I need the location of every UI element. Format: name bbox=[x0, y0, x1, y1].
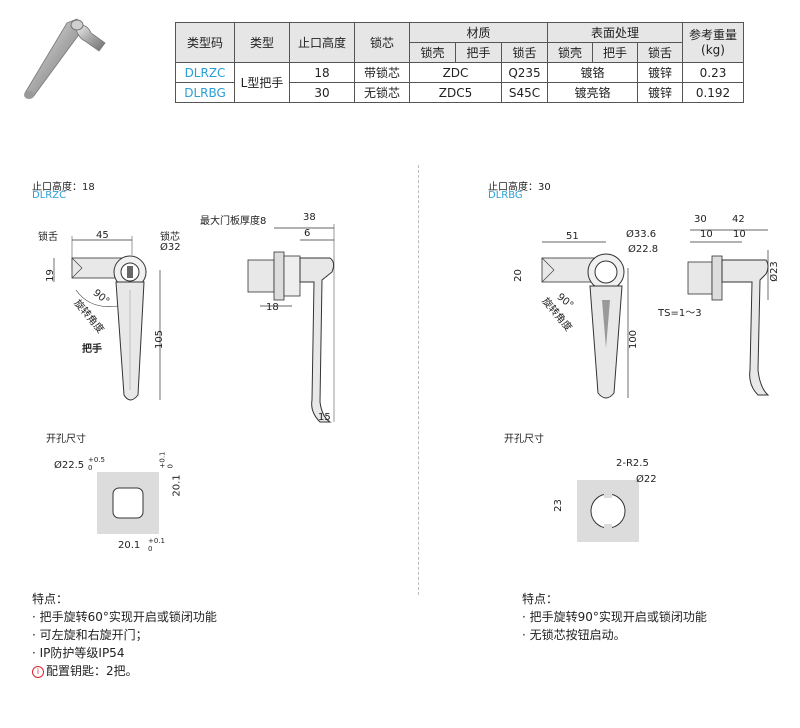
dim-dia228: Ø22.8 bbox=[628, 244, 659, 255]
dim-18: 18 bbox=[266, 302, 279, 313]
cutout-side-v-tol: +0.1 0 bbox=[158, 451, 175, 469]
row-core: 无锁芯 bbox=[354, 82, 410, 103]
right-features: 特点： · 把手旋转90°实现开启或锁闭功能 · 无锁芯按钮启动。 bbox=[522, 590, 707, 644]
dim-45: 45 bbox=[96, 230, 109, 241]
dim-10a: 10 bbox=[700, 229, 713, 240]
left-front-drawing bbox=[53, 236, 161, 401]
dim-42: 42 bbox=[732, 214, 745, 225]
header-surf-tongue: 锁舌 bbox=[637, 42, 683, 63]
header-lock-core: 锁芯 bbox=[354, 22, 410, 63]
right-side-drawing bbox=[687, 229, 770, 396]
row-mat-shell-handle: ZDC5 bbox=[409, 82, 502, 103]
left-feature-item: · 把手旋转60°实现开启或锁闭功能 bbox=[32, 610, 217, 624]
dim-6: 6 bbox=[304, 228, 311, 239]
row-mat-tongue: S45C bbox=[501, 82, 548, 103]
table-row: DLRBG 30 无锁芯 ZDC5 S45C 镀亮铬 镀锌 0.192 bbox=[175, 82, 744, 103]
header-material: 材质 bbox=[409, 22, 548, 43]
left-feature-item: · IP防护等级IP54 bbox=[32, 646, 125, 660]
cutout-side-v: 20.1 bbox=[171, 474, 183, 497]
cutout-dia: Ø22.5 bbox=[54, 460, 85, 471]
cutout-dia-r: Ø22 bbox=[636, 474, 657, 485]
row-code: DLRBG bbox=[175, 82, 235, 103]
dim-handle: 把手 bbox=[82, 344, 102, 355]
dim-51: 51 bbox=[566, 231, 579, 242]
right-feature-item: · 把手旋转90°实现开启或锁闭功能 bbox=[522, 610, 707, 624]
left-cutout-drawing bbox=[97, 472, 159, 534]
dim-dia23: Ø23 bbox=[768, 261, 780, 282]
dim-max-panel: 最大门板厚度8 bbox=[200, 216, 267, 227]
header-mat-shell: 锁壳 bbox=[409, 42, 456, 63]
row-core: 带锁芯 bbox=[354, 62, 410, 83]
row-surf-shell-handle: 镀亮铬 bbox=[547, 82, 638, 103]
right-cutout-title: 开孔尺寸 bbox=[504, 434, 544, 445]
dim-dia336: Ø33.6 bbox=[626, 229, 657, 240]
row-surf-tongue: 镀锌 bbox=[637, 62, 683, 83]
header-surf-handle: 把手 bbox=[592, 42, 638, 63]
row-weight: 0.192 bbox=[682, 82, 744, 103]
row-surf-tongue: 镀锌 bbox=[637, 82, 683, 103]
dim-100: 100 bbox=[628, 329, 640, 350]
row-code: DLRZC bbox=[175, 62, 235, 83]
cutout-dia-tol: +0.5 0 bbox=[88, 456, 105, 472]
header-surf-shell: 锁壳 bbox=[547, 42, 593, 63]
dim-20: 20 bbox=[512, 269, 524, 282]
cutout-side-r: 23 bbox=[552, 499, 564, 512]
right-cutout-drawing bbox=[577, 480, 639, 542]
header-type: 类型 bbox=[234, 22, 290, 63]
right-title: 止口高度：30 bbox=[488, 182, 551, 193]
row-surf-shell-handle: 镀铬 bbox=[547, 62, 638, 83]
left-title: 止口高度：18 bbox=[32, 182, 95, 193]
row-mat-shell-handle: ZDC bbox=[409, 62, 502, 83]
spec-table: 类型码 类型 止口高度 锁芯 材质 表面处理 参考重量 (kg) 锁壳 把手 锁… bbox=[175, 22, 744, 103]
section-divider bbox=[418, 165, 419, 595]
table-row: DLRZC L型把手 18 带锁芯 ZDC Q235 镀铬 镀锌 0.23 bbox=[175, 62, 744, 103]
dim-ts: TS=1～3 bbox=[658, 308, 702, 319]
row-height: 30 bbox=[289, 82, 355, 103]
dim-30: 30 bbox=[694, 214, 707, 225]
right-features-title: 特点： bbox=[522, 592, 559, 606]
right-code: DLRBG bbox=[488, 190, 523, 201]
left-features: 特点： · 把手旋转60°实现开启或锁闭功能 · 可左旋和右旋开门； · IP防… bbox=[32, 590, 217, 680]
row-weight: 0.23 bbox=[682, 62, 744, 83]
dim-15: 15 bbox=[318, 412, 331, 423]
row-mat-tongue: Q235 bbox=[501, 62, 548, 83]
header-mat-tongue: 锁舌 bbox=[501, 42, 548, 63]
info-icon: i bbox=[32, 666, 44, 678]
left-cutout-title: 开孔尺寸 bbox=[46, 434, 86, 445]
dim-lock-tongue: 锁舌 bbox=[38, 232, 58, 243]
left-features-title: 特点： bbox=[32, 592, 69, 606]
dim-105: 105 bbox=[154, 329, 166, 350]
dim-19: 19 bbox=[44, 269, 56, 282]
header-type-code: 类型码 bbox=[175, 22, 235, 63]
cutout-side-h: 20.1 bbox=[118, 540, 141, 551]
row-height: 18 bbox=[289, 62, 355, 83]
product-photo bbox=[24, 18, 106, 99]
left-code: DLRZC bbox=[32, 190, 67, 201]
header-surface: 表面处理 bbox=[547, 22, 683, 43]
right-feature-item: · 无锁芯按钮启动。 bbox=[522, 628, 626, 642]
header-weight: 参考重量 (kg) bbox=[682, 22, 744, 63]
dim-10b: 10 bbox=[733, 229, 746, 240]
cutout-side-h-tol: +0.1 0 bbox=[148, 537, 165, 553]
header-mat-handle: 把手 bbox=[455, 42, 502, 63]
row-type: L型把手 bbox=[234, 62, 290, 103]
dim-38: 38 bbox=[303, 212, 316, 223]
cutout-r: 2-R2.5 bbox=[616, 458, 649, 469]
header-stop-height: 止口高度 bbox=[289, 22, 355, 63]
left-feature-item: · 可左旋和右旋开门； bbox=[32, 628, 148, 642]
left-side-drawing bbox=[247, 224, 335, 423]
dim-dia32: Ø32 bbox=[160, 242, 181, 253]
dim-lock-core: 锁芯 bbox=[160, 232, 180, 243]
right-front-drawing bbox=[541, 241, 629, 399]
